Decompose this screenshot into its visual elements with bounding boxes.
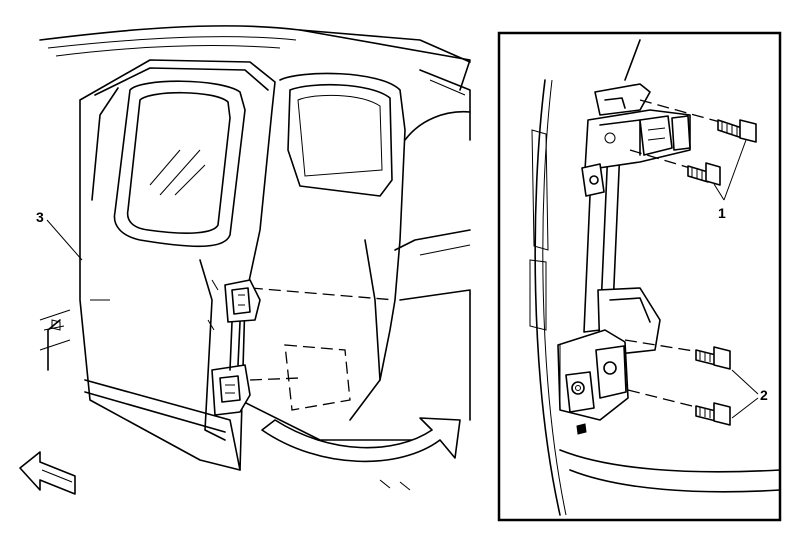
bolts-upper-callout: 1 [713,139,747,221]
door-swing-arrow [261,417,461,463]
callout-1: 1 [718,205,726,221]
vehicle-body [39,25,471,491]
front-direction-arrow [19,451,76,495]
callout-3: 3 [36,209,44,225]
bolt-lower-b [695,402,731,426]
upper-hinge [581,83,691,197]
bolt-upper-b [687,162,721,186]
lower-hinge [557,287,661,435]
rear-access-door [51,59,276,471]
bolt-upper-a [717,119,757,143]
bolt-lower-a [695,346,731,370]
bolts-lower-callout: 2 [731,369,768,419]
door-callout: 3 [36,209,83,261]
callout-2: 2 [760,387,768,403]
hinge-detail-inset: 1 2 [497,31,782,522]
